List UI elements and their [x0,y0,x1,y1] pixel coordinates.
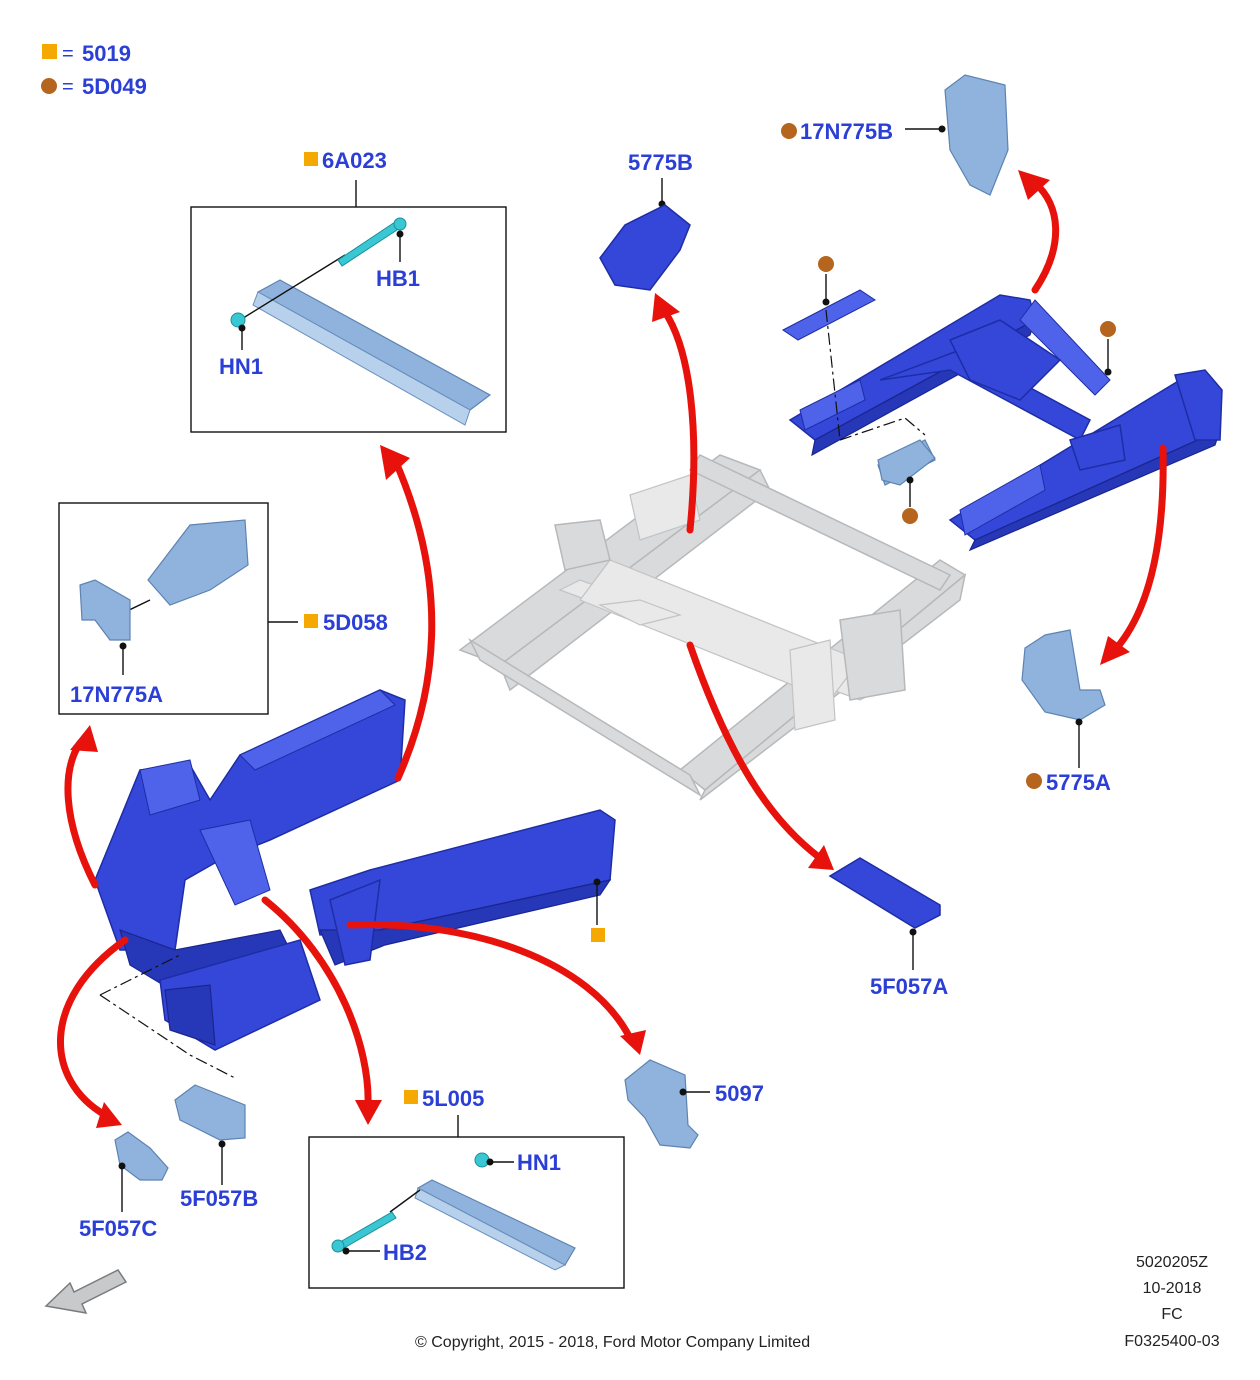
circle-marker-icon [1026,773,1042,789]
front-frame-assembly [94,689,616,1051]
callout-5775B-group: 5775B [599,150,693,291]
callout-5097-group: 5097 [624,1059,764,1149]
front-frame-marker [591,878,605,942]
ref-line-4: F0325400-03 [1124,1333,1219,1350]
crossmember-part [256,279,492,411]
callout-5775A-group: 5775A [1021,629,1111,795]
legend-circle-icon [41,78,57,94]
red-arrows [57,170,1167,1128]
copyright-text: © Copyright, 2015 - 2018, Ford Motor Com… [415,1334,810,1351]
bolt-HB1-part [337,221,401,267]
detail-box-5L005 [308,1136,625,1289]
circle-marker-icon [1100,321,1116,337]
bracket-5775A-part [1021,629,1106,721]
direction-arrow-icon [44,1269,128,1314]
label-HN1-top: HN1 [219,354,263,379]
ref-line-1: 5020205Z [1136,1254,1208,1271]
legend-code-5019: 5019 [82,41,131,66]
bracket-5F057B-part [174,1084,246,1141]
callout-5L005-group: 5L005 HN1 HB2 [308,1086,625,1289]
label-5775A: 5775A [1046,770,1111,795]
callout-5F057A-group: 5F057A [828,857,948,999]
bracket-5097-part [624,1059,699,1149]
legend: = 5019 = 5D049 [41,41,147,99]
label-5097: 5097 [715,1081,764,1106]
legend-equals-1: = [62,43,74,65]
square-marker-icon [304,152,318,166]
bracket-5775B-part [599,204,691,291]
legend-equals-2: = [62,76,74,98]
detail-box-6A023 [190,206,507,433]
circle-marker-icon [818,256,834,272]
vehicle-frame-ghost [458,454,967,801]
label-5D058: 5D058 [323,610,388,635]
plate-5F057A-part [828,857,941,929]
label-5775B: 5775B [628,150,693,175]
rear-frame-assembly [782,289,1223,552]
legend-square-icon [42,44,57,59]
square-marker-icon [404,1090,418,1104]
ref-line-3: FC [1161,1306,1182,1323]
square-marker-icon [591,928,605,942]
detail-box-5D058 [58,502,269,715]
label-5F057A: 5F057A [870,974,948,999]
callout-5F057B-group: 5F057B [99,954,258,1211]
bracket-5F057C-part [114,1131,169,1181]
crossmember-5L005-part [416,1179,576,1266]
legend-code-5D049: 5D049 [82,74,147,99]
callout-6A023-group: 6A023 HB1 HN1 [190,148,507,433]
small-bracket-part [877,439,936,486]
nut-HN1-part [230,312,246,328]
circle-marker-icon [902,508,918,524]
label-5L005: 5L005 [422,1086,484,1111]
square-marker-icon [304,614,318,628]
label-HB2: HB2 [383,1240,427,1265]
label-HN1-bottom: HN1 [517,1150,561,1175]
bracket-17N775B-part [944,74,1009,196]
nut-HN1-bottom-part [474,1152,490,1168]
callout-5D058-group: 5D058 17N775A [58,502,388,715]
callout-17N775B-group: 17N775B [781,74,1009,196]
callout-5F057C-group: 5F057C [79,1131,169,1241]
bracket-5D058-part [147,519,249,606]
bracket-17N775A-part [79,579,131,641]
label-17N775A: 17N775A [70,682,163,707]
ref-line-2: 10-2018 [1143,1280,1202,1297]
label-6A023: 6A023 [322,148,387,173]
label-17N775B: 17N775B [800,119,893,144]
reference-block: 5020205Z 10-2018 FC F0325400-03 [1124,1254,1219,1350]
label-5F057C: 5F057C [79,1216,157,1241]
circle-marker-icon [781,123,797,139]
rear-frame-markers [818,256,1116,524]
label-HB1: HB1 [376,266,420,291]
label-5F057B: 5F057B [180,1186,258,1211]
